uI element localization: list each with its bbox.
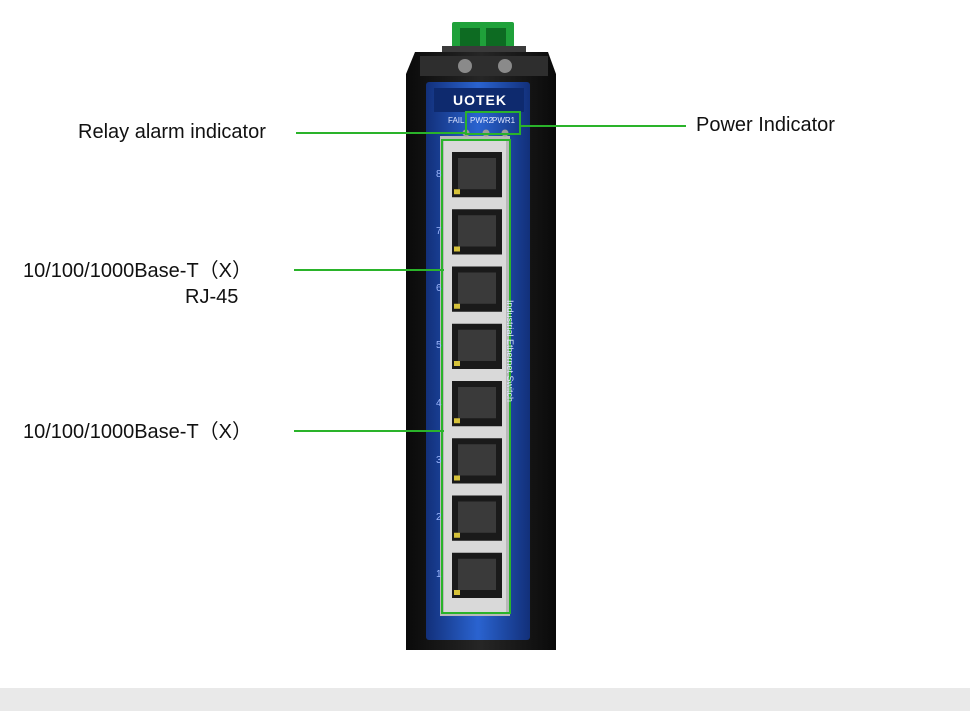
rj45-port-cavity — [458, 558, 496, 590]
port-number-6: 6 — [436, 283, 442, 295]
port-bank — [440, 136, 510, 616]
port-led — [454, 590, 460, 595]
port-number-2: 2 — [436, 512, 442, 524]
rj45-top-label-line1: 10/100/1000Base-T（X） — [23, 260, 253, 282]
power-led-highlight-box — [465, 111, 521, 135]
port-number-5: 5 — [436, 340, 442, 352]
port-led — [454, 532, 460, 538]
port-number-8: 8 — [436, 168, 442, 180]
rj45-port-cavity — [458, 272, 496, 304]
port-number-7: 7 — [436, 225, 442, 237]
power-indicator-line — [520, 125, 686, 127]
rj45-port-cavity — [458, 158, 496, 190]
pwr1-led-label: PWR1 — [492, 116, 516, 125]
rj45-port-cavity — [458, 329, 496, 361]
port-number-1: 1 — [436, 569, 442, 581]
port-led — [454, 418, 460, 424]
rj45-port-cavity — [458, 387, 496, 419]
rj45-port-cavity — [458, 444, 496, 476]
rj45-bottom-label: 10/100/1000Base-T（X） — [23, 421, 253, 443]
side-panel-text: Industrial Ethernet Switch — [505, 300, 515, 403]
floor-shadow — [0, 688, 970, 711]
port-number-4: 4 — [436, 397, 442, 409]
highlight-boxes — [441, 111, 521, 614]
port-bank-highlight-box — [441, 139, 511, 614]
rj45-bottom-line — [294, 430, 444, 432]
pwr2-led-label: PWR2 — [470, 116, 494, 125]
rj45-port-cavity — [458, 501, 496, 533]
rj45-top-line — [294, 269, 444, 271]
brand-logo: UOTEK — [453, 92, 507, 108]
port-led — [454, 246, 460, 252]
port-number-3: 3 — [436, 454, 442, 466]
rj45-port-cavity — [458, 215, 496, 247]
power-indicator-label: Power Indicator — [696, 114, 835, 136]
port-led — [454, 361, 460, 366]
port-led — [454, 189, 460, 195]
relay-alarm-line — [296, 132, 466, 134]
fail-led-label: FAIL — [448, 116, 465, 125]
rj45-top-label-line2: RJ-45 — [185, 286, 239, 308]
port-led — [454, 303, 460, 309]
relay-alarm-label: Relay alarm indicator — [78, 121, 266, 143]
port-led — [454, 475, 460, 481]
